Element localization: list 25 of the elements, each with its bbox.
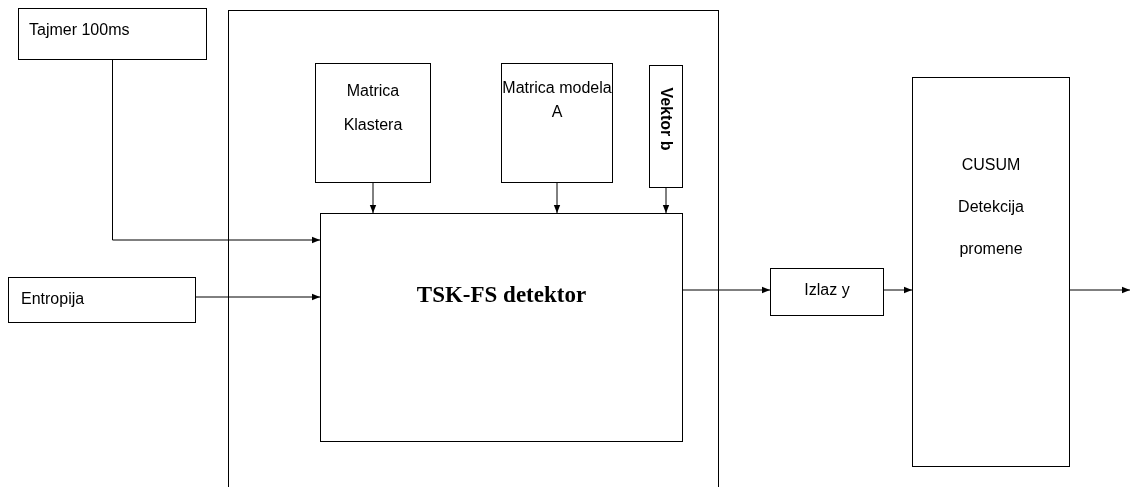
box-label: TSK-FS detektor — [415, 282, 588, 308]
arrow — [369, 182, 377, 214]
arrow — [662, 187, 670, 214]
process-box — [8, 277, 196, 323]
process-box — [501, 63, 613, 183]
box-label: CUSUM Detekcija promene — [957, 155, 1025, 259]
box-label: Matrica modela A — [502, 78, 612, 122]
box-label: Vektor b — [657, 87, 675, 151]
box-label: Tajmer 100ms — [29, 21, 130, 39]
process-box — [320, 213, 683, 442]
arrow — [682, 286, 771, 294]
process-box — [770, 268, 884, 316]
process-box — [912, 77, 1070, 467]
box-label: Matrica Klastera — [342, 81, 404, 135]
arrow — [1069, 286, 1131, 294]
container-box — [228, 10, 719, 487]
process-box — [18, 8, 207, 60]
arrow — [883, 286, 913, 294]
arrow — [195, 293, 321, 301]
process-box — [649, 65, 683, 188]
box-label: Izlaz y — [803, 281, 851, 299]
arrow — [112, 59, 321, 244]
process-box — [315, 63, 431, 183]
arrow — [553, 182, 561, 214]
box-label: Entropija — [21, 290, 85, 308]
